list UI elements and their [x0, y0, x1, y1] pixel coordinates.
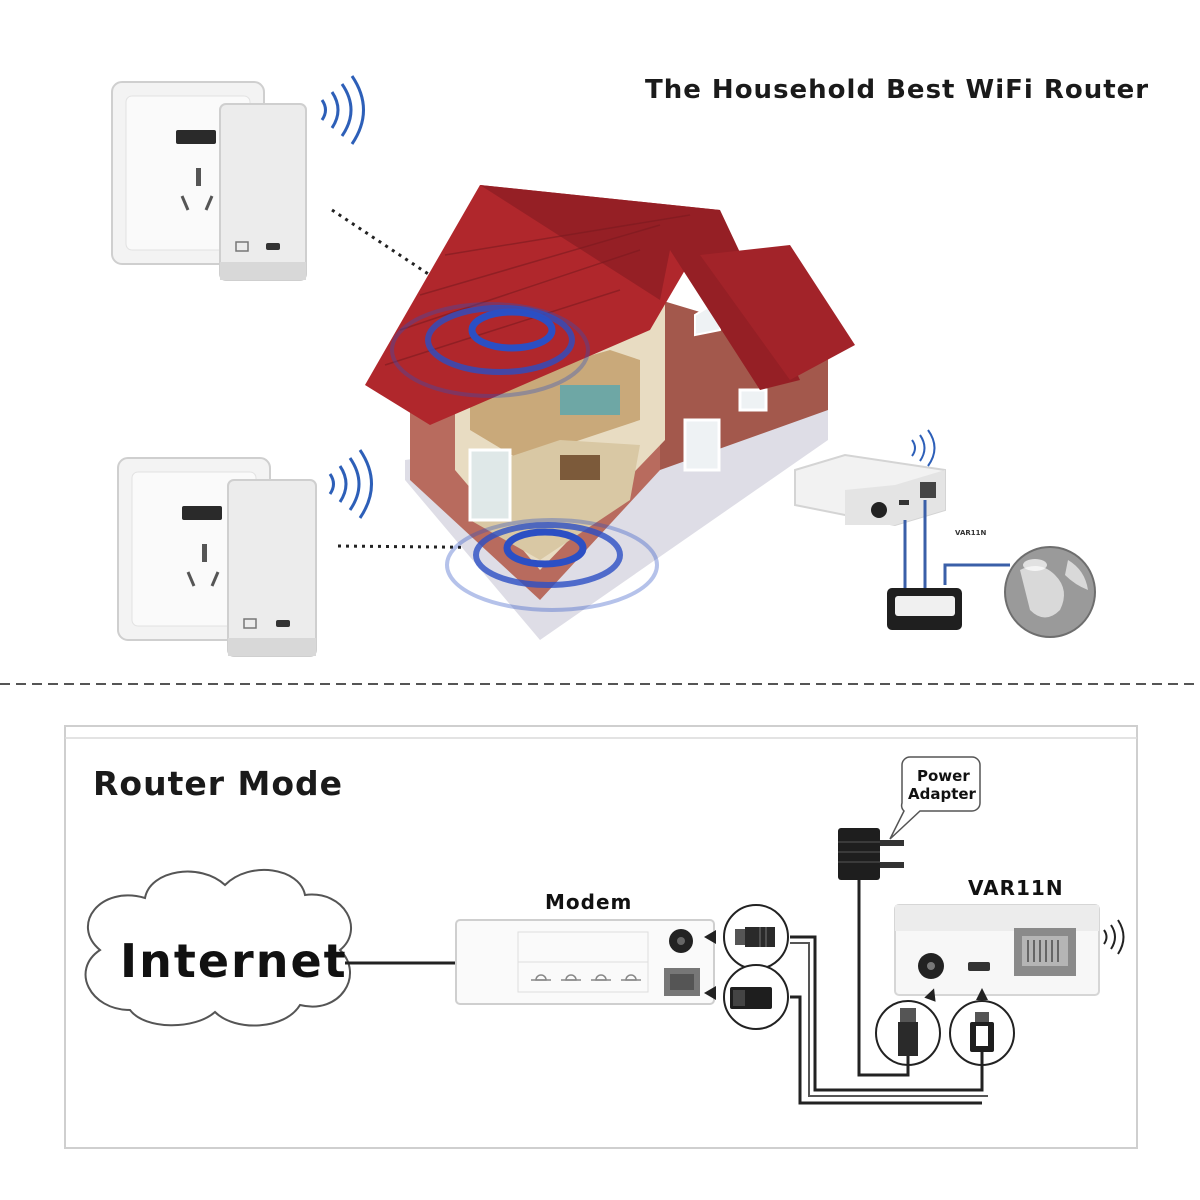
globe-icon — [1004, 546, 1096, 638]
page-title: The Household Best WiFi Router — [645, 75, 1149, 105]
wifi-signal-icon — [1103, 919, 1125, 955]
modem-device — [455, 919, 715, 1005]
var11n-router-device — [894, 904, 1125, 996]
power-adapter-callout: Power Adapter — [889, 756, 981, 840]
router-label: VAR11N — [968, 876, 1064, 900]
internet-label: Internet — [120, 934, 348, 988]
router-mode-title: Router Mode — [93, 764, 343, 803]
internet-cloud: Internet — [84, 869, 352, 1027]
router-usb-plug-magnifier — [949, 988, 1015, 1066]
power-adapter-label-line1: Power — [917, 767, 970, 785]
mini-router-device: VAR11N — [794, 429, 986, 537]
power-adapter — [838, 828, 904, 880]
router-cables — [903, 500, 1010, 590]
wall-extender-lower — [117, 449, 373, 657]
dc-plug-magnifier — [704, 904, 789, 970]
house-illustration — [365, 185, 855, 640]
modem-label: Modem — [545, 890, 632, 914]
wall-extender-upper — [111, 75, 365, 281]
mini-router-label: VAR11N — [955, 529, 986, 537]
ethernet-plug-magnifier — [704, 964, 789, 1030]
bottom-cables — [790, 880, 988, 1105]
small-modem-device — [887, 588, 962, 630]
power-adapter-label-line2: Adapter — [908, 785, 977, 803]
